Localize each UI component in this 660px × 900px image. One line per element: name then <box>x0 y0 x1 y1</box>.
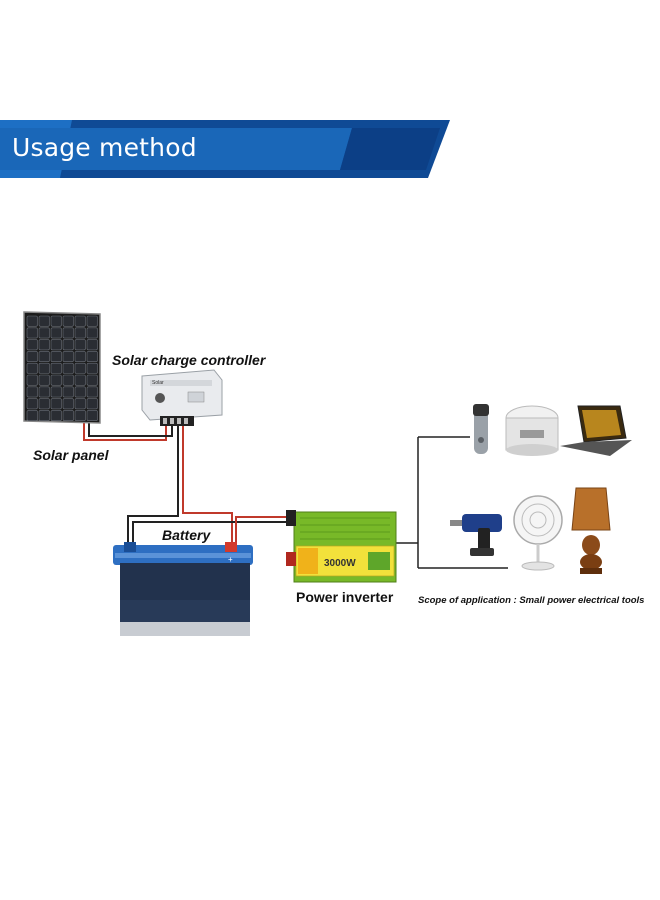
solar-cell <box>74 398 86 410</box>
svg-text:Solar: Solar <box>152 380 164 386</box>
solar-cell <box>26 327 38 339</box>
solar-cell <box>86 315 98 327</box>
power-inverter: 3000W <box>286 510 397 583</box>
solar-cell <box>86 327 98 339</box>
solar-cell <box>26 339 38 351</box>
solar-charge-controller-label: Solar charge controller <box>112 352 266 368</box>
panel-controller-wires <box>83 420 173 441</box>
solar-cell <box>74 386 86 398</box>
solar-cell <box>86 386 98 398</box>
solar-cell <box>50 362 62 374</box>
solar-cell <box>62 351 74 362</box>
shaver-icon <box>473 404 489 454</box>
solar-cell <box>86 362 98 374</box>
solar-cell <box>74 339 86 351</box>
solar-panel-label: Solar panel <box>33 447 109 463</box>
controller-battery-wires <box>127 426 233 545</box>
solar-cell <box>38 327 50 339</box>
solar-cell <box>26 315 38 327</box>
solar-cell <box>26 362 38 374</box>
solar-cell <box>50 339 62 351</box>
solar-cell <box>50 410 62 421</box>
solar-cell <box>26 398 38 410</box>
solar-cell <box>38 351 50 362</box>
drill-icon <box>450 514 502 556</box>
solar-cell <box>86 410 98 421</box>
battery: + <box>113 542 253 636</box>
power-inverter-label: Power inverter <box>296 589 394 605</box>
solar-cell <box>62 327 74 339</box>
solar-cell <box>74 374 86 386</box>
solar-cell <box>86 339 98 351</box>
solar-cell <box>86 351 98 362</box>
svg-text:+: + <box>228 555 233 564</box>
solar-cell <box>26 386 38 398</box>
solar-cell <box>74 315 86 327</box>
fan-icon <box>513 495 563 571</box>
solar-cell <box>74 327 86 339</box>
solar-cell <box>50 374 62 386</box>
solar-charge-controller: Solar <box>141 369 223 426</box>
solar-cell <box>26 374 38 386</box>
solar-cell <box>74 351 86 362</box>
solar-cell <box>38 386 50 398</box>
solar-cell <box>50 351 62 362</box>
battery-inverter-wires <box>132 516 294 545</box>
solar-cell <box>38 410 50 421</box>
solar-cell <box>26 351 38 362</box>
solar-cell <box>62 398 74 410</box>
solar-cell <box>86 374 98 386</box>
solar-cell <box>38 398 50 410</box>
solar-cell <box>38 315 50 327</box>
solar-cell <box>26 410 38 421</box>
solar-cell <box>62 315 74 327</box>
page-title: Usage method <box>12 133 197 162</box>
solar-cell <box>38 374 50 386</box>
solar-cell <box>74 362 86 374</box>
laptop-icon <box>560 405 632 456</box>
solar-cell <box>50 327 62 339</box>
solar-cell <box>50 398 62 410</box>
solar-cell <box>50 386 62 398</box>
solar-cell <box>86 398 98 410</box>
solar-cell <box>74 410 86 421</box>
inverter-appliance-wires <box>396 436 508 569</box>
solar-cell <box>62 362 74 374</box>
solar-cell <box>62 410 74 421</box>
solar-cell <box>50 315 62 327</box>
rice-cooker-icon <box>505 405 559 456</box>
solar-cell <box>62 374 74 386</box>
battery-label: Battery <box>162 527 211 543</box>
solar-cell <box>62 339 74 351</box>
solar-panel <box>23 311 101 424</box>
solar-cell <box>38 362 50 374</box>
lamp-icon <box>571 487 611 574</box>
solar-cell <box>62 386 74 398</box>
header-banner <box>0 120 450 178</box>
svg-text:3000W: 3000W <box>324 558 356 569</box>
scope-of-application-label: Scope of application : Small power elect… <box>418 595 645 606</box>
solar-cell <box>38 339 50 351</box>
